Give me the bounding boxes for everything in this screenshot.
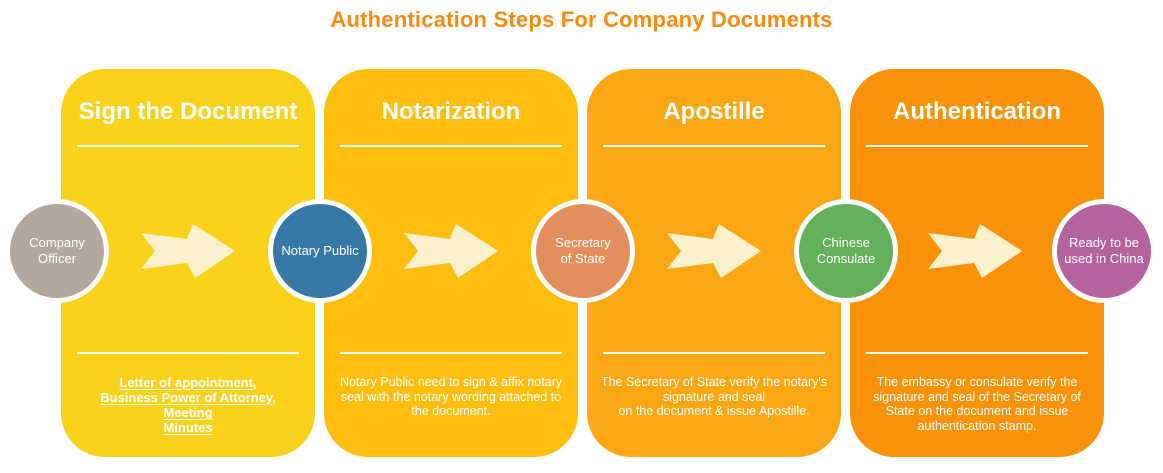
step-divider-bottom	[866, 352, 1088, 354]
right-arrow-icon	[141, 224, 235, 278]
description-line: seal with the notary wording attached to	[340, 389, 562, 404]
description-line: Minutes	[163, 420, 213, 435]
step-divider-bottom	[603, 352, 825, 354]
step-divider-top	[866, 145, 1088, 147]
step-divider-top	[77, 145, 299, 147]
description-line: signature and seal of the Secretary of	[873, 389, 1081, 404]
step-title: Sign the Document	[78, 98, 298, 125]
description-line: State on the document and issue	[885, 404, 1069, 418]
right-arrow-icon	[928, 224, 1022, 278]
step-description: Notary Public need to sign & affix notar…	[324, 375, 578, 419]
step-description: Letter of appointment,Business Power of …	[61, 375, 315, 435]
description-line: Business Power of Attorney,	[100, 390, 276, 405]
step-title: Notarization	[381, 98, 521, 125]
description-line: the document.	[411, 404, 491, 418]
right-arrow-icon	[667, 224, 761, 278]
description-line: Notary Public need to sign & affix notar…	[339, 375, 563, 389]
description-line: authentication stamp.	[917, 418, 1037, 433]
description-line: Meeting	[163, 405, 213, 420]
description-line: signature and seal	[662, 389, 766, 404]
step-divider-top	[603, 145, 825, 147]
flow-node-notary-public: Notary Public	[268, 199, 372, 303]
step-divider-bottom	[340, 352, 562, 354]
description-line: Letter of appointment,	[119, 375, 257, 390]
right-arrow-icon	[404, 224, 498, 278]
flow-node-label: Notary Public	[281, 243, 359, 258]
step-divider-bottom	[77, 352, 299, 354]
page-title: Authentication Steps For Company Documen…	[330, 7, 833, 32]
description-line: The Secretary of State verify the notary…	[600, 375, 828, 389]
step-description: The Secretary of State verify the notary…	[587, 375, 841, 419]
description-line: The embassy or consulate verify the	[876, 375, 1078, 389]
step-divider-top	[340, 145, 562, 147]
description-line: on the document & issue Apostille.	[618, 404, 810, 418]
step-title: Apostille	[663, 98, 765, 125]
step-title: Authentication	[893, 98, 1061, 125]
